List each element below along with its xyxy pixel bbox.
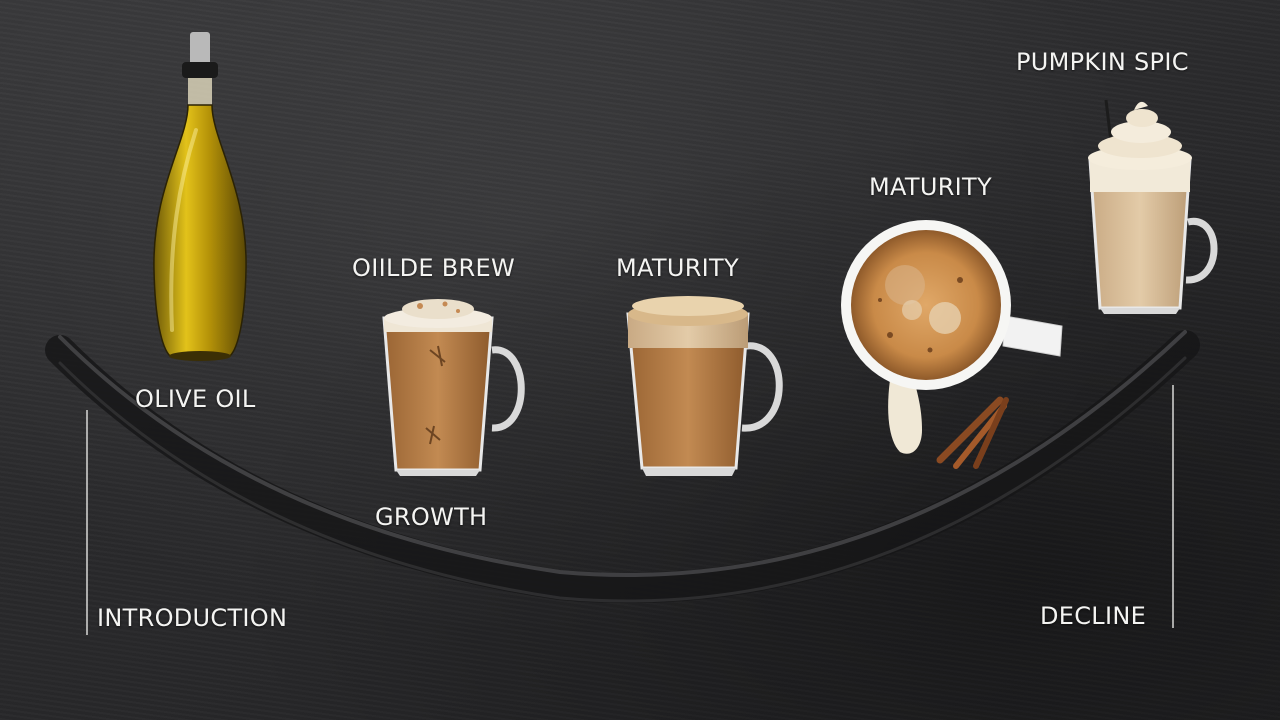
olive-oil-label: OLIVE OIL	[135, 385, 256, 413]
introduction-label: INTRODUCTION	[97, 604, 288, 632]
pumpkin-spice-label: PUMPKIN SPIC	[1016, 48, 1189, 76]
cold-brew-label: OIILDE BREW	[352, 254, 516, 282]
maturity-lower-label: MATURITY	[616, 254, 739, 282]
latte-glass	[626, 296, 783, 476]
maturity-upper-label: MATURITY	[869, 173, 992, 201]
lifecycle-curve	[45, 330, 1200, 603]
pumpkin-spice-mug	[1088, 99, 1218, 314]
cold-brew-mug	[382, 299, 525, 476]
decline-label: DECLINE	[1040, 602, 1147, 630]
cinnamon-sticks	[936, 396, 1009, 469]
cappuccino-cup	[841, 220, 1063, 454]
olive-oil-bottle	[153, 32, 247, 361]
growth-label: GROWTH	[375, 503, 488, 531]
